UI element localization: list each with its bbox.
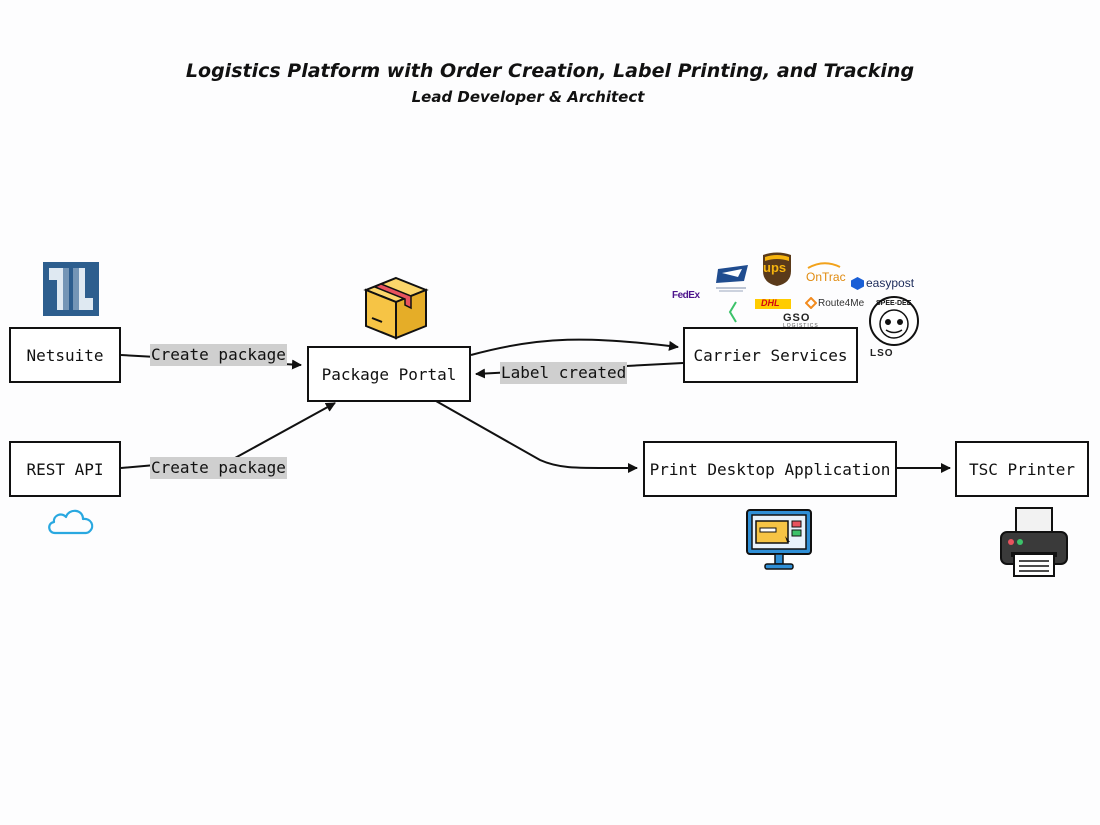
route4me-logo-text: Route4Me [818,298,865,309]
easypost-logo-text: easypost [866,276,915,290]
carrier-x-icon [728,301,737,323]
node-label: TSC Printer [969,459,1075,479]
speedee-badge-icon [869,296,919,346]
edge-label-create-package: Create package [150,457,287,479]
desktop-monitor-icon [746,509,812,570]
ontrac-swoosh-icon [807,262,841,269]
diagram-subtitle: Lead Developer & Architect [411,88,645,106]
node-netsuite[interactable]: Netsuite [9,327,121,383]
easypost-icon [851,277,864,290]
cloud-icon [48,509,94,535]
node-label: Carrier Services [693,345,848,365]
edge-label-create-package: Create package [150,344,287,366]
node-label: Print Desktop Application [649,459,891,479]
ontrac-logo-text: OnTrac [806,270,846,284]
ups-shield-icon [763,252,791,286]
node-tsc-printer[interactable]: TSC Printer [955,441,1089,497]
package-box-icon [363,276,429,340]
printer-icon [1000,507,1068,577]
dhl-logo-text: DHL [761,298,780,308]
node-label: Package Portal [321,364,457,384]
node-carrier-services[interactable]: Carrier Services [683,327,858,383]
node-package-portal[interactable]: Package Portal [307,346,471,402]
fedex-logo-text: FedEx [672,290,700,301]
edge-label-label-created: Label created [500,362,628,384]
lso-logo-text: LSO [870,348,894,359]
node-rest-api[interactable]: REST API [9,441,121,497]
node-print-desktop-application[interactable]: Print Desktop Application [643,441,897,497]
node-label: REST API [26,459,104,479]
route4me-icon [805,297,817,309]
dhl-logo-badge [755,299,791,309]
ups-logo-text: ups [763,260,787,275]
node-label: Netsuite [26,345,104,365]
edge-portal-carrier [470,338,679,356]
gso-logo-text: GSO [783,312,811,324]
diagram-title: Logistics Platform with Order Creation, … [185,60,915,82]
speedee-logo-text: SPEE-DEE [876,300,912,307]
gso-logo-subtext: LOGISTICS [783,323,819,329]
edge-portal-print [435,400,638,474]
usps-eagle-icon [716,265,748,292]
netsuite-logo-icon [43,262,99,316]
